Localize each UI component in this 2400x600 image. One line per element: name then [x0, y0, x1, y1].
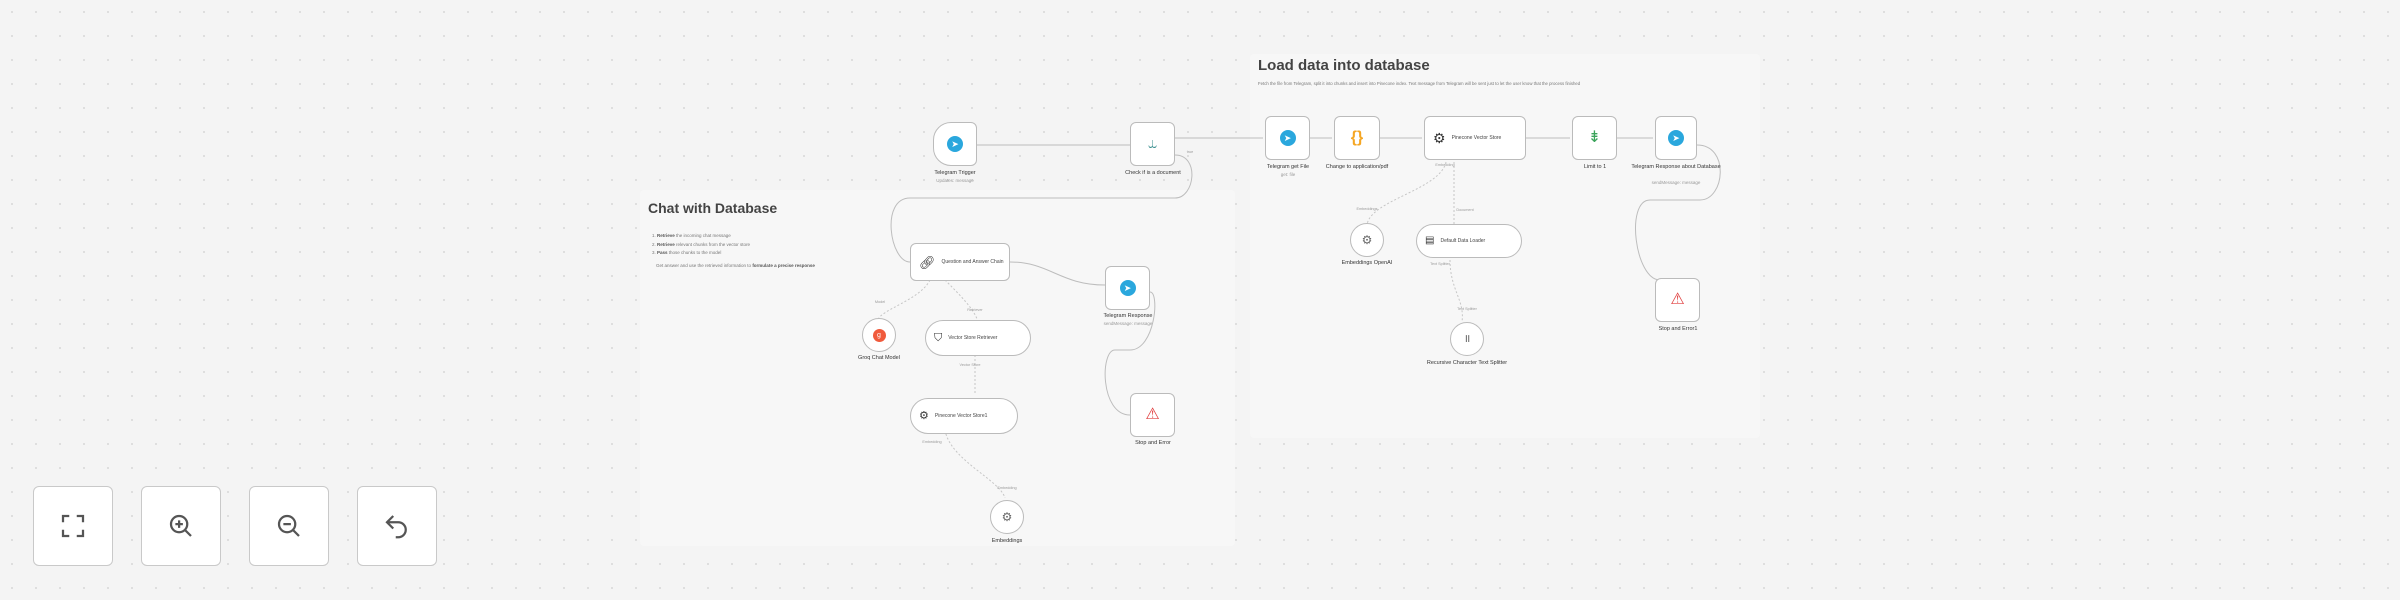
embedding-port-label: Embedding [1435, 163, 1455, 167]
node-text-splitter[interactable]: ॥ [1450, 322, 1484, 356]
node-pinecone-store-1[interactable]: ⚙ Pinecone Vector Store1 [910, 398, 1018, 434]
sticky-chat-title: Chat with Database [648, 200, 778, 216]
sticky-chat-line: 1. Retrieve the incoming chat message [652, 233, 731, 238]
document-loader-icon: ▤ [1425, 235, 1435, 246]
groq-icon: g [872, 328, 886, 342]
openai-icon: ⚙ [1361, 233, 1373, 247]
sticky-chat-line: 3. Pass those chunks to the model [652, 250, 722, 256]
node-pinecone-store-1-label: Pinecone Vector Store1 [934, 412, 988, 419]
node-check-document-label: Check if is a document [1125, 170, 1181, 176]
node-default-data-loader-label: Default Data Loader [1440, 237, 1486, 244]
sticky-chat-lines: 1. Retrieve the incoming chat message 2.… [652, 232, 852, 270]
node-qa-chain-label: Question and Answer Chain [941, 258, 1004, 265]
node-stop-error-1-label: Stop and Error1 [1658, 326, 1698, 332]
node-telegram-response[interactable]: ➤ [1105, 266, 1150, 310]
warning-icon: ⚠ [1670, 291, 1685, 308]
embedding-port-label-2: Embedding [922, 440, 942, 444]
fit-view-icon [61, 514, 85, 538]
node-groq-model-label: Groq Chat Model [858, 355, 900, 361]
undo-icon [385, 515, 407, 539]
limit-icon: ⇟ [1587, 129, 1602, 146]
telegram-icon: ➤ [947, 136, 963, 152]
text-splitter-icon: ॥ [1463, 332, 1471, 345]
text-splitter-port-label: Text Splitter [1430, 262, 1450, 266]
telegram-icon: ➤ [1119, 280, 1136, 296]
node-default-data-loader[interactable]: ▤ Default Data Loader [1416, 224, 1522, 258]
node-telegram-db-response-sub: sendMessage: message [1651, 180, 1701, 185]
node-embeddings[interactable]: ⚙ [990, 500, 1024, 534]
zoom-out-button[interactable] [249, 486, 329, 566]
node-telegram-get-file-sub: get: file [1280, 172, 1296, 177]
node-telegram-db-response-label: Telegram Response about Database [1631, 164, 1721, 170]
node-pinecone-store-label: Pinecone Vector Store [1451, 134, 1502, 141]
node-groq-model[interactable]: g [862, 318, 896, 352]
splitter-port-label: Text Splitter [1457, 307, 1477, 311]
document-port-label: Document [1456, 208, 1474, 212]
telegram-icon: ➤ [1668, 130, 1684, 146]
true-branch-label: true [1186, 150, 1194, 154]
zoom-out-icon [277, 514, 300, 537]
node-stop-error-1[interactable]: ⚠ [1655, 278, 1700, 322]
node-change-pdf[interactable]: {} [1334, 116, 1380, 160]
node-embeddings-openai[interactable]: ⚙ [1350, 223, 1384, 257]
node-telegram-response-label: Telegram Response [1103, 313, 1153, 319]
model-port-label: Model [874, 300, 886, 304]
pinecone-icon: ⚙ [1433, 130, 1446, 146]
sticky-chat-line: 2. Retrieve relevant chunks from the vec… [652, 241, 751, 247]
retriever-icon: ⛉ [934, 331, 943, 344]
node-telegram-trigger-sub: Updates: message [936, 178, 974, 183]
retriever-port-label: Retriever [967, 308, 983, 312]
node-telegram-trigger[interactable]: ➤ [933, 122, 977, 166]
node-vector-retriever-label: Vector Store Retriever [948, 334, 998, 341]
vector-store-port-label: Vector Store [959, 363, 981, 367]
node-vector-retriever[interactable]: ⛉ Vector Store Retriever [925, 320, 1031, 356]
node-change-pdf-label: Change to application/pdf [1325, 164, 1389, 170]
telegram-icon: ➤ [1279, 130, 1296, 146]
if-branch-icon: ⥿ [1147, 135, 1158, 152]
link-chain-icon: 🔗︎ [919, 254, 936, 270]
zoom-in-button[interactable] [141, 486, 221, 566]
embedding-port-label-3: Embedding [997, 486, 1017, 490]
node-stop-error[interactable]: ⚠ [1130, 393, 1175, 437]
node-telegram-get-file-label: Telegram get File [1266, 164, 1310, 170]
zoom-in-icon [169, 514, 192, 537]
openai-icon: ⚙ [1001, 510, 1013, 524]
node-pinecone-store[interactable]: ⚙ Pinecone Vector Store [1424, 116, 1526, 160]
sticky-load-data-description: Fetch the file from Telegram, split it i… [1258, 81, 1581, 86]
node-telegram-get-file[interactable]: ➤ [1265, 116, 1310, 160]
sticky-load-data-title: Load data into database [1258, 57, 1430, 74]
code-braces-icon: {} [1350, 129, 1364, 146]
fit-view-button[interactable] [33, 486, 113, 566]
node-qa-chain[interactable]: 🔗︎ Question and Answer Chain [910, 243, 1010, 281]
pinecone-icon: ⚙ [919, 409, 929, 422]
node-limit-label: Limit to 1 [1583, 164, 1607, 170]
node-embeddings-openai-label: Embeddings OpenAI [1341, 260, 1393, 266]
node-telegram-trigger-label: Telegram Trigger [934, 170, 976, 176]
node-text-splitter-label: Recursive Character Text Splitter [1426, 360, 1508, 366]
warning-icon: ⚠ [1145, 406, 1160, 423]
embeddings-port-label: Embeddings [1356, 207, 1378, 211]
reset-zoom-button[interactable] [357, 486, 437, 566]
node-telegram-response-sub: sendMessage: message [1103, 321, 1153, 326]
node-limit[interactable]: ⇟ [1572, 116, 1617, 160]
sticky-chat-footnote: Get answer and use the retrieved informa… [656, 262, 815, 268]
node-embeddings-label: Embeddings [991, 538, 1023, 544]
node-telegram-db-response[interactable]: ➤ [1655, 116, 1697, 160]
node-check-document[interactable]: ⥿ [1130, 122, 1175, 166]
node-stop-error-label: Stop and Error [1135, 440, 1171, 446]
